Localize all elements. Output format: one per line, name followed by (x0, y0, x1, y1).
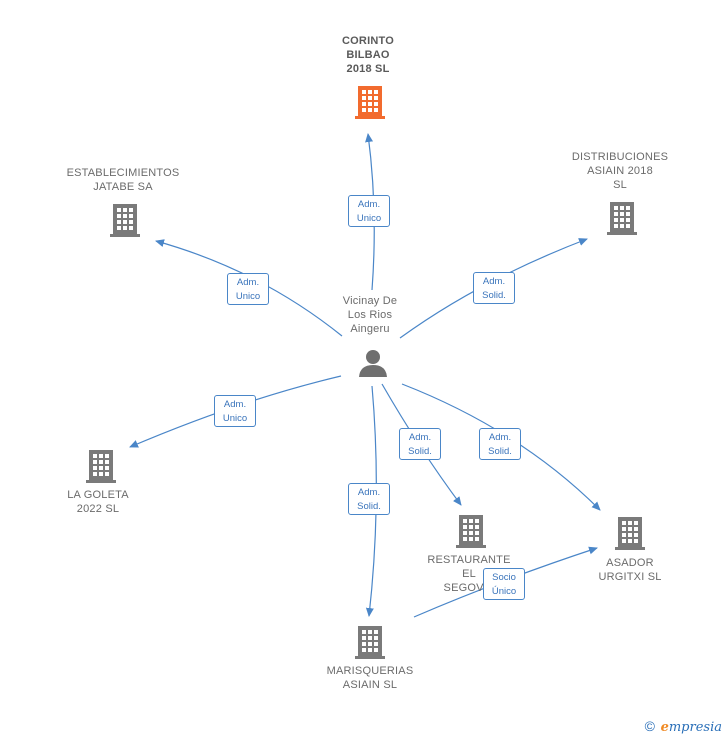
footer-brand[interactable]: © empresia (645, 718, 722, 735)
relation-label-urgitxi[interactable]: Adm. Solid. (479, 428, 521, 460)
node-label-corinto: CORINTO BILBAO 2018 SL (342, 35, 394, 75)
building-icon[interactable] (613, 515, 647, 551)
building-icon[interactable] (84, 448, 118, 484)
person-icon[interactable] (358, 348, 388, 378)
building-icon[interactable] (353, 624, 387, 660)
node-label-marisquerias: MARISQUERIAS ASIAIN SL (326, 665, 414, 691)
node-label-jatabe: ESTABLECIMIENTOS JATABE SA (66, 167, 180, 193)
building-icon[interactable] (605, 200, 639, 236)
node-label-goleta: LA GOLETA 2022 SL (67, 489, 129, 515)
building-icon[interactable] (454, 513, 488, 549)
relation-label-goleta[interactable]: Adm. Unico (214, 395, 256, 427)
brand-logo-letter: e (660, 720, 669, 735)
node-label-segovia: RESTAURANTE EL SEGOVIA (427, 554, 511, 594)
building-icon-highlight[interactable] (353, 84, 387, 120)
node-label-asiain2018: DISTRIBUCIONES ASIAIN 2018 SL (571, 151, 669, 191)
relation-label-jatabe[interactable]: Adm. Unico (227, 273, 269, 305)
relation-label-socio[interactable]: Socio Único (483, 568, 525, 600)
relation-label-marisquerias[interactable]: Adm. Solid. (348, 483, 390, 515)
person-label: Vicinay De Los Rios Aingeru (342, 295, 398, 335)
relation-label-asiain2018[interactable]: Adm. Solid. (473, 272, 515, 304)
building-icon[interactable] (108, 202, 142, 238)
node-label-urgitxi: ASADOR URGITXI SL (598, 557, 662, 583)
brand-name: mpresia (668, 720, 722, 735)
copyright-symbol: © (644, 718, 655, 734)
relation-label-corinto[interactable]: Adm. Unico (348, 195, 390, 227)
relation-label-segovia[interactable]: Adm. Solid. (399, 428, 441, 460)
